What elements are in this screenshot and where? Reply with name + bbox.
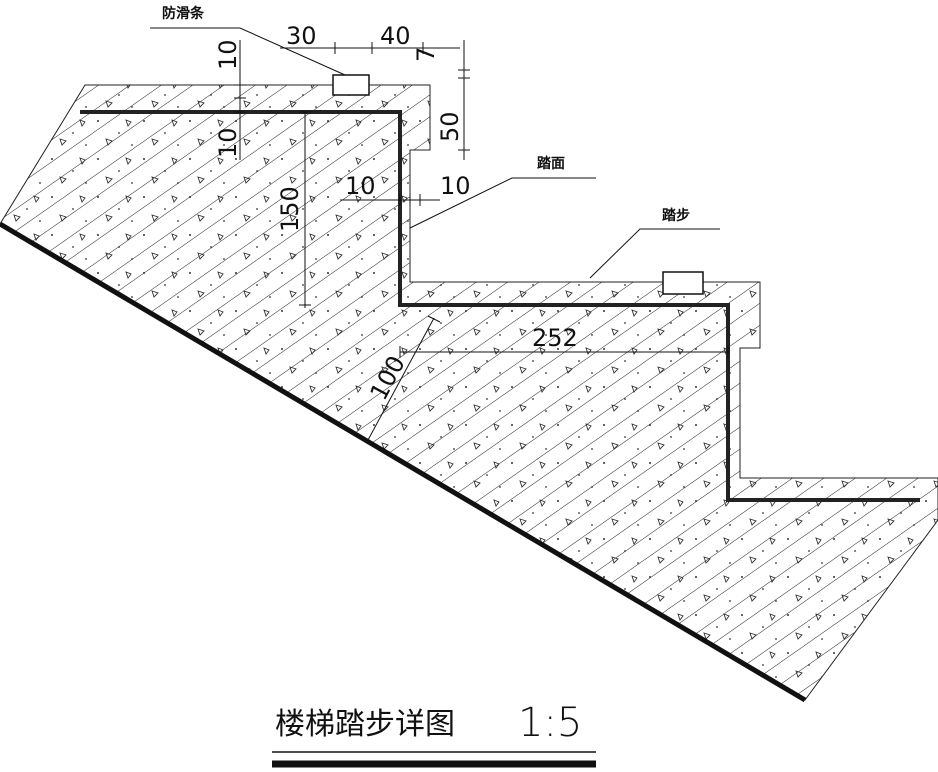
stair-concrete-body <box>0 84 938 701</box>
anti-slip-strip-upper <box>332 74 370 96</box>
anti-slip-strip-lower <box>662 271 704 295</box>
dim-40: 40 <box>380 22 411 50</box>
dim-10-top: 10 <box>214 39 242 70</box>
label-step: 踏步 <box>662 207 690 224</box>
leader-lines <box>150 27 720 279</box>
label-tread-surface: 踏面 <box>537 155 565 172</box>
dim-30: 30 <box>286 22 317 50</box>
dim-10-mid-right: 10 <box>440 172 471 200</box>
dim-252: 252 <box>532 324 578 352</box>
dim-50: 50 <box>436 111 464 142</box>
drawing-title: 楼梯踏步详图 <box>275 707 455 742</box>
dim-10-mid-left: 10 <box>345 172 376 200</box>
slab-soffit-line <box>0 221 807 703</box>
label-anti-slip-strip: 防滑条 <box>162 5 205 22</box>
drawing-scale: 1:5 <box>518 700 582 746</box>
dim-7: 7 <box>412 47 440 62</box>
finish-surface-line <box>80 110 920 502</box>
dim-10-left: 10 <box>214 127 242 158</box>
dimension-lines <box>234 40 730 445</box>
dim-150: 150 <box>276 186 304 232</box>
